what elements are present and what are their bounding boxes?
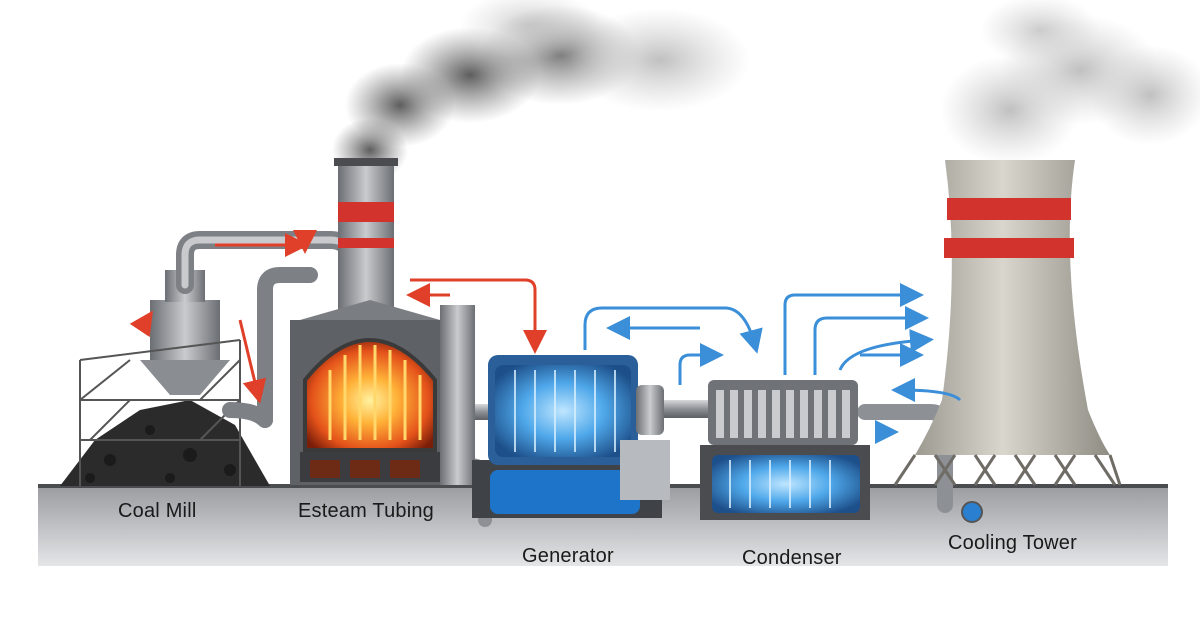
- coal-mill: [60, 270, 270, 486]
- coal-mill-label: Coal Mill: [118, 500, 197, 522]
- condenser-label: Condenser: [742, 547, 842, 569]
- cold-flow-arrows: [583, 283, 962, 444]
- cooling-tower-label: Cooling Tower: [948, 532, 1077, 554]
- steam-tubing-label: Esteam Tubing: [298, 500, 435, 522]
- hot-flow-arrows: [129, 230, 547, 404]
- chimney-smoke: [332, 0, 750, 182]
- generator: [472, 355, 670, 518]
- boiler-furnace: [290, 300, 475, 485]
- chimney: [334, 158, 398, 312]
- cooling-tower: [893, 160, 1122, 486]
- cooling-tower-steam: [940, 0, 1200, 165]
- generator-label: Generator: [522, 545, 614, 567]
- condenser: [700, 380, 983, 523]
